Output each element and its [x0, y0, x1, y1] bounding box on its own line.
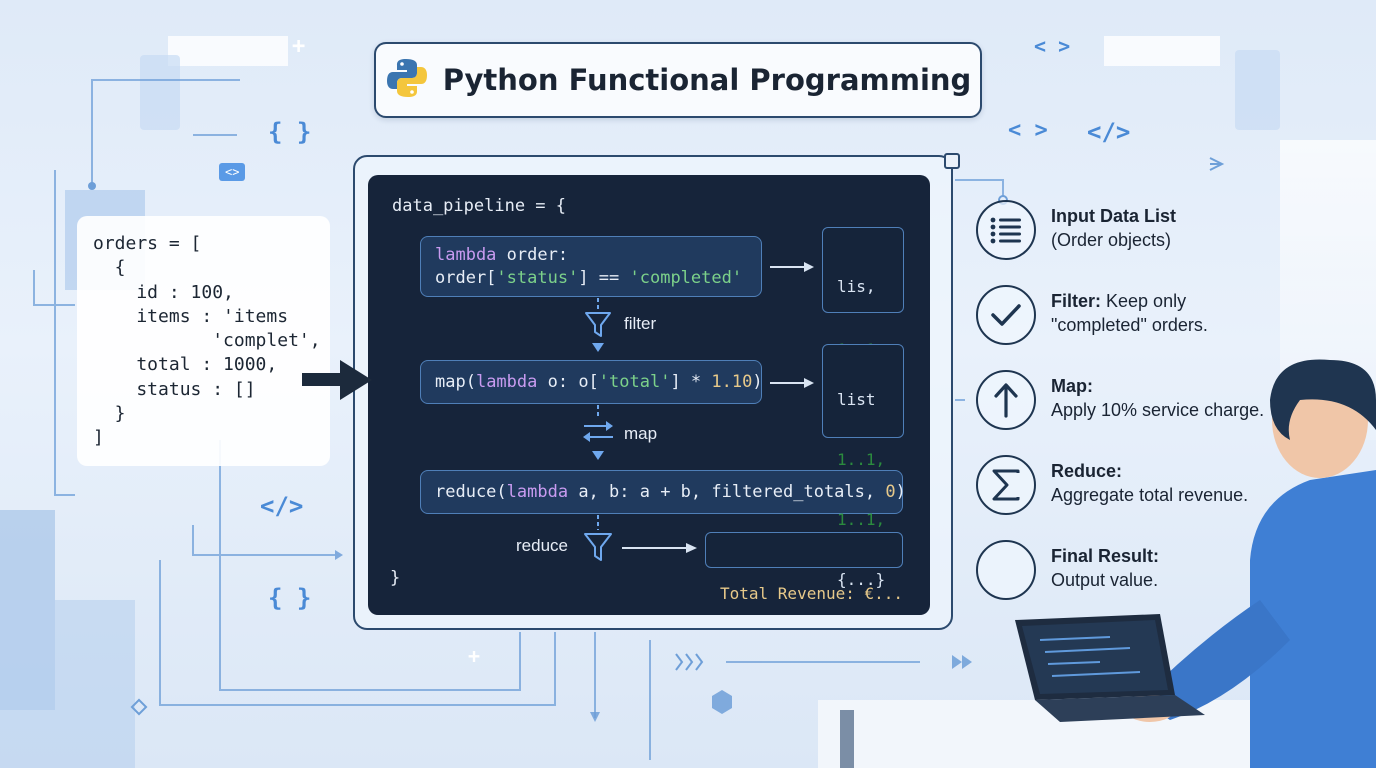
orders-line: }	[93, 403, 126, 425]
check-icon	[976, 285, 1036, 345]
keyword: lambda	[475, 372, 538, 392]
empty-circle-icon	[976, 540, 1036, 600]
plus-decoration: +	[292, 34, 306, 59]
braces-decoration: { }	[268, 118, 312, 146]
orders-line: total : 1000,	[93, 354, 278, 376]
legend-title: Final Result:	[1051, 546, 1160, 566]
code-text: ] *	[670, 372, 712, 392]
number-literal: 1.10	[711, 372, 753, 392]
page-title: Python Functional Programming	[442, 63, 972, 97]
arrow-up-icon	[976, 370, 1036, 430]
string-literal: 'total'	[598, 372, 671, 392]
legend-title: Filter: Keep only	[1051, 291, 1186, 312]
code-text: order[	[435, 267, 497, 288]
result-output-box: Total Revenue: €...	[705, 532, 903, 603]
keyword: lambda	[435, 244, 497, 265]
pipeline-open: data_pipeline = {	[392, 196, 566, 216]
legend-desc: Aggregate total revenue.	[1051, 485, 1249, 505]
person-body	[1250, 470, 1376, 768]
filter-output-box: lis, 1..1, [...]	[822, 227, 904, 422]
ceiling-light	[168, 36, 288, 66]
code-tag-decoration: </>	[260, 492, 304, 520]
reduce-stage-box: reduce(lambda a, b: a + b, filtered_tota…	[420, 470, 906, 514]
output-line: 1..1,	[837, 510, 886, 529]
pipeline-close: }	[390, 568, 401, 588]
code-text: o: o[	[537, 372, 599, 392]
reduce-label: reduce	[516, 536, 568, 555]
desk-leg	[840, 710, 854, 768]
legend-item-result: Final Result: Output value.	[976, 540, 1296, 604]
title-banner: Python Functional Programming	[374, 42, 982, 118]
orders-line: id : 100,	[93, 281, 234, 303]
keyword: lambda	[506, 482, 569, 502]
orders-line: ]	[93, 427, 104, 449]
orders-data-card: orders = [ { id : 100, items : 'items 'c…	[77, 216, 330, 466]
python-logo-icon	[385, 56, 429, 105]
map-stage-box: map(lambda o: o['total'] * 1.10)	[420, 360, 763, 404]
legend-item-map: Map: Apply 10% service charge.	[976, 370, 1296, 434]
string-literal: 'status'	[496, 267, 579, 288]
output-line: 1..1,	[837, 450, 886, 469]
sigma-icon	[976, 455, 1036, 515]
person-hair	[1270, 359, 1376, 440]
ceiling-light	[1104, 36, 1220, 66]
legend-title-bold: Filter:	[1051, 291, 1102, 311]
number-literal: 0	[885, 482, 896, 502]
legend-item-reduce: Reduce: Aggregate total revenue.	[976, 455, 1296, 519]
code-text: order:	[496, 244, 569, 265]
map-output-box: list 1..1, 1..1, {...}	[822, 344, 904, 589]
wall-panel	[1235, 50, 1280, 130]
orders-line: orders = [	[93, 233, 202, 254]
legend-item-input: Input Data List (Order objects)	[976, 200, 1296, 264]
legend-desc: Output value.	[1051, 570, 1159, 590]
code-text: map(	[435, 372, 476, 392]
desk	[0, 600, 135, 768]
filter-stage-box: lambda order: order['status'] == 'comple…	[420, 236, 762, 297]
string-literal: 'completed'	[629, 267, 743, 288]
code-text: a, b: a + b, filtered_totals,	[568, 482, 886, 502]
chevrons-decoration: < >	[1034, 34, 1071, 58]
person-arm	[1140, 600, 1290, 720]
legend-desc: Apply 10% service charge.	[1051, 400, 1265, 420]
legend-title: Map:	[1051, 376, 1093, 396]
braces-decoration: { }	[268, 584, 312, 612]
chevrons-decoration: < >	[1008, 118, 1048, 143]
legend-title: Reduce:	[1051, 461, 1123, 481]
orders-line: {	[93, 257, 126, 279]
code-tag-decoration: </>	[1087, 118, 1131, 146]
frame-corner-node	[944, 153, 960, 169]
legend-desc: (Order objects)	[1051, 230, 1172, 250]
legend-title-rest: Keep only	[1101, 291, 1187, 311]
code-text: ] ==	[578, 267, 630, 288]
orders-line: items : 'items	[93, 305, 289, 327]
laptop-base	[1035, 695, 1205, 722]
result-text: Total Revenue: €...	[720, 584, 904, 603]
laptop-display	[1022, 620, 1168, 694]
map-label: map	[624, 424, 658, 443]
orders-line: status : []	[93, 378, 256, 400]
wall-panel	[140, 55, 180, 130]
legend-title: Input Data List	[1051, 206, 1176, 226]
filter-label: filter	[624, 314, 657, 333]
output-line: {...}	[837, 570, 886, 589]
code-text: )	[895, 482, 906, 502]
output-line: lis,	[837, 277, 876, 296]
plus-decoration: +	[468, 644, 481, 668]
orders-line: 'complet',	[93, 330, 321, 352]
code-text: )	[752, 372, 763, 392]
output-line: list	[837, 390, 876, 409]
code-text: reduce(	[435, 482, 507, 502]
list-icon	[976, 200, 1036, 260]
code-chip-decoration: <>	[219, 163, 246, 181]
legend-desc: "completed" orders.	[1051, 315, 1208, 335]
legend-item-filter: Filter: Keep only "completed" orders.	[976, 285, 1296, 349]
